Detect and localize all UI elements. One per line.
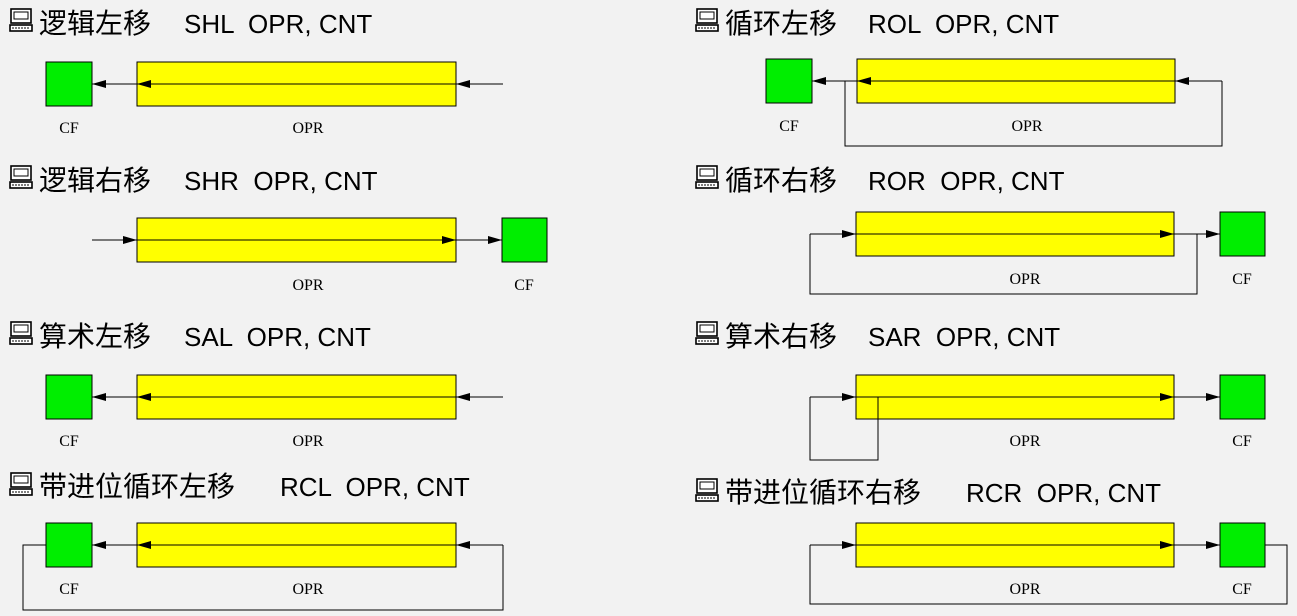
section-shl: 逻辑左移 SHL OPR, CNT CF OPR xyxy=(9,7,503,137)
cf-label: CF xyxy=(514,277,534,294)
cf-label: CF xyxy=(1232,433,1252,450)
cf-label: CF xyxy=(59,581,79,598)
computer-icon xyxy=(9,165,33,189)
carry-flag-box xyxy=(45,61,93,107)
opr-label: OPR xyxy=(1011,118,1042,135)
instruction-text: ROR OPR, CNT xyxy=(868,166,1065,196)
sign-bit-loop-line xyxy=(809,397,879,461)
instruction-text: SAL OPR, CNT xyxy=(184,322,371,352)
cf-label: CF xyxy=(779,118,799,135)
opr-label: OPR xyxy=(292,277,323,294)
section-title: 算术左移 xyxy=(39,320,151,353)
computer-icon xyxy=(695,478,719,502)
opr-label: OPR xyxy=(1009,271,1040,288)
opr-label: OPR xyxy=(292,433,323,450)
cf-label: CF xyxy=(1232,271,1252,288)
section-rcr: 带进位循环右移 RCR OPR, CNT OPR CF xyxy=(695,476,1288,605)
rotate-loop-line xyxy=(809,544,1288,605)
carry-flag-box xyxy=(45,374,93,420)
instruction-text: RCL OPR, CNT xyxy=(280,472,470,502)
computer-icon xyxy=(9,8,33,32)
opr-label: OPR xyxy=(292,120,323,137)
computer-icon xyxy=(9,321,33,345)
section-title: 带进位循环左移 xyxy=(39,470,235,503)
rotate-loop-line xyxy=(22,544,504,611)
section-shr: 逻辑右移 SHR OPR, CNT OPR CF xyxy=(9,164,548,294)
carry-flag-box xyxy=(45,522,93,568)
opr-label: OPR xyxy=(1009,581,1040,598)
instruction-text: ROL OPR, CNT xyxy=(868,9,1059,39)
section-ror: 循环右移 ROR OPR, CNT OPR CF xyxy=(695,164,1266,295)
computer-icon xyxy=(695,8,719,32)
section-title: 带进位循环右移 xyxy=(725,476,921,509)
section-rol: 循环左移 ROL OPR, CNT CF OPR xyxy=(695,7,1223,147)
carry-flag-box xyxy=(1219,374,1266,420)
cf-label: CF xyxy=(1232,581,1252,598)
rotate-loop-line xyxy=(809,234,1198,295)
section-sar: 算术右移 SAR OPR, CNT OPR CF xyxy=(695,320,1266,461)
section-title: 算术右移 xyxy=(725,320,837,353)
rotate-loop-line xyxy=(844,81,1223,147)
carry-flag-box xyxy=(501,217,548,263)
computer-icon xyxy=(695,165,719,189)
section-title: 循环左移 xyxy=(725,7,837,40)
cf-label: CF xyxy=(59,433,79,450)
instruction-text: SHR OPR, CNT xyxy=(184,166,378,196)
instruction-text: SHL OPR, CNT xyxy=(184,9,372,39)
computer-icon xyxy=(9,472,33,496)
carry-flag-box xyxy=(1219,522,1266,568)
opr-label: OPR xyxy=(1009,433,1040,450)
section-title: 逻辑左移 xyxy=(39,7,151,40)
cf-label: CF xyxy=(59,120,79,137)
section-title: 逻辑右移 xyxy=(39,164,151,197)
opr-label: OPR xyxy=(292,581,323,598)
instruction-text: SAR OPR, CNT xyxy=(868,322,1060,352)
section-sal: 算术左移 SAL OPR, CNT CF OPR xyxy=(9,320,503,450)
instruction-text: RCR OPR, CNT xyxy=(966,478,1161,508)
carry-flag-box xyxy=(1219,211,1266,257)
carry-flag-box xyxy=(765,58,813,104)
computer-icon xyxy=(695,321,719,345)
section-title: 循环右移 xyxy=(725,164,837,197)
section-rcl: 带进位循环左移 RCL OPR, CNT CF OPR xyxy=(9,470,504,611)
